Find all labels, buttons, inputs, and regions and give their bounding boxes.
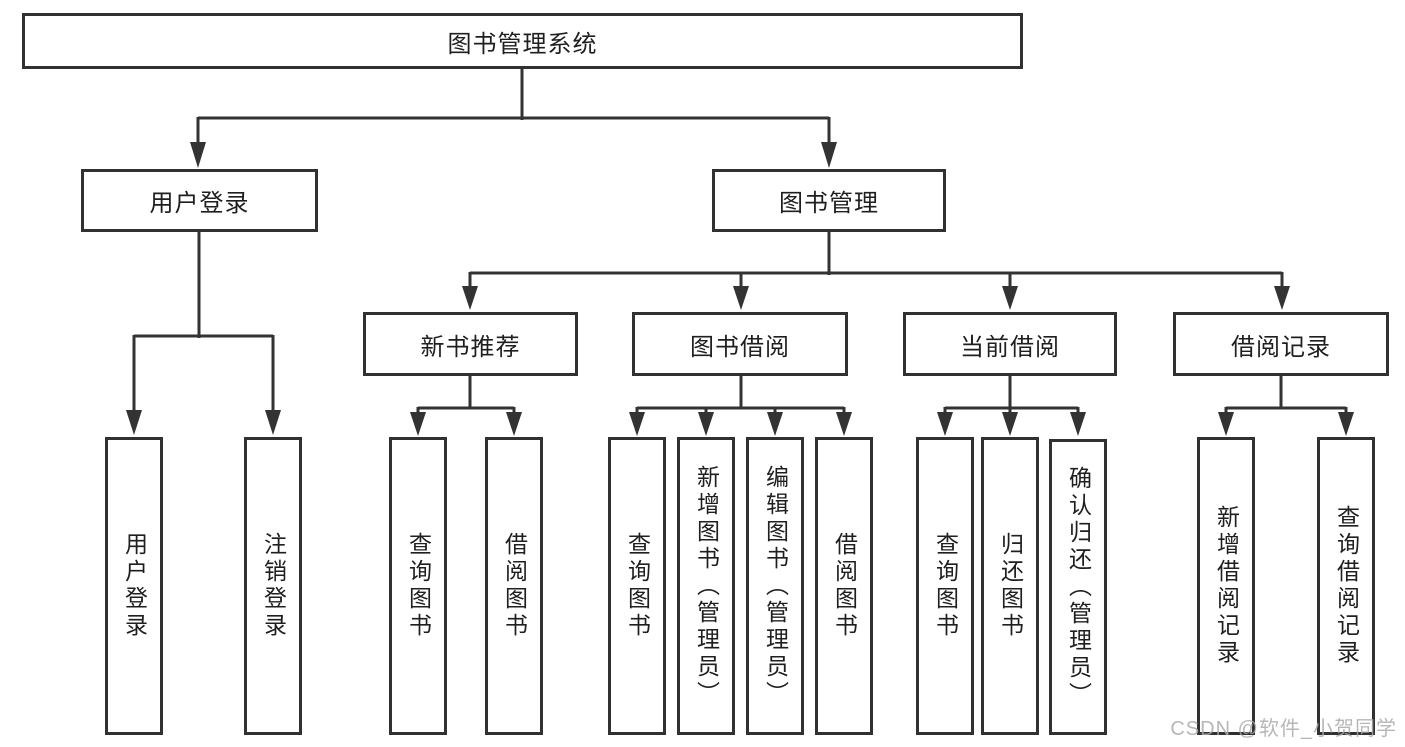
node-label: 图书管理系统 [447, 30, 598, 58]
leaf-label: 借阅图书 [831, 532, 858, 640]
leaf-label: 新增图书（管理员） [693, 464, 720, 708]
node-book-management: 图书管理 [712, 169, 946, 232]
node-borrow-records: 借阅记录 [1173, 312, 1389, 376]
leaf-query-books-borrow: 查询图书 [608, 437, 666, 735]
leaf-edit-book-admin: 编辑图书（管理员） [746, 437, 804, 735]
node-label: 图书管理 [779, 190, 879, 217]
leaf-query-books-current: 查询图书 [916, 437, 974, 735]
node-user-login: 用户登录 [81, 169, 318, 232]
leaf-user-login: 用户登录 [105, 437, 163, 735]
leaf-label: 确认归还（管理员） [1065, 465, 1092, 709]
leaf-borrow-books: 借阅图书 [815, 437, 873, 735]
node-new-book-recommend: 新书推荐 [363, 312, 578, 376]
leaf-label: 查询图书 [405, 532, 432, 640]
leaf-query-books-recommend: 查询图书 [389, 437, 447, 735]
leaf-label: 编辑图书（管理员） [762, 464, 789, 708]
leaf-label: 注销登录 [260, 532, 287, 640]
node-label: 借阅记录 [1231, 333, 1331, 361]
csdn-watermark: CSDN @软件_小贺同学 [1170, 718, 1397, 740]
node-current-borrow: 当前借阅 [903, 312, 1117, 376]
node-label: 新书推荐 [420, 333, 521, 361]
leaf-label: 借阅图书 [501, 532, 528, 640]
node-library-management-system: 图书管理系统 [22, 13, 1023, 69]
node-label: 用户登录 [149, 190, 250, 217]
leaf-return-book: 归还图书 [981, 437, 1039, 735]
leaf-borrow-books-recommend: 借阅图书 [485, 437, 543, 735]
node-book-borrow: 图书借阅 [632, 312, 848, 376]
leaf-query-borrow-record: 查询借阅记录 [1317, 437, 1375, 735]
leaf-label: 查询图书 [624, 532, 651, 640]
leaf-logout: 注销登录 [244, 437, 302, 735]
leaf-add-borrow-record: 新增借阅记录 [1197, 437, 1255, 735]
leaf-label: 查询图书 [932, 532, 959, 640]
leaf-label: 归还图书 [997, 532, 1024, 640]
leaf-add-book-admin: 新增图书（管理员） [677, 437, 735, 735]
leaf-label: 查询借阅记录 [1333, 505, 1360, 667]
node-label: 当前借阅 [960, 333, 1060, 361]
leaf-label: 新增借阅记录 [1213, 505, 1240, 667]
node-label: 图书借阅 [690, 333, 790, 361]
leaf-confirm-return-admin: 确认归还（管理员） [1049, 439, 1107, 735]
leaf-label: 用户登录 [121, 532, 148, 640]
